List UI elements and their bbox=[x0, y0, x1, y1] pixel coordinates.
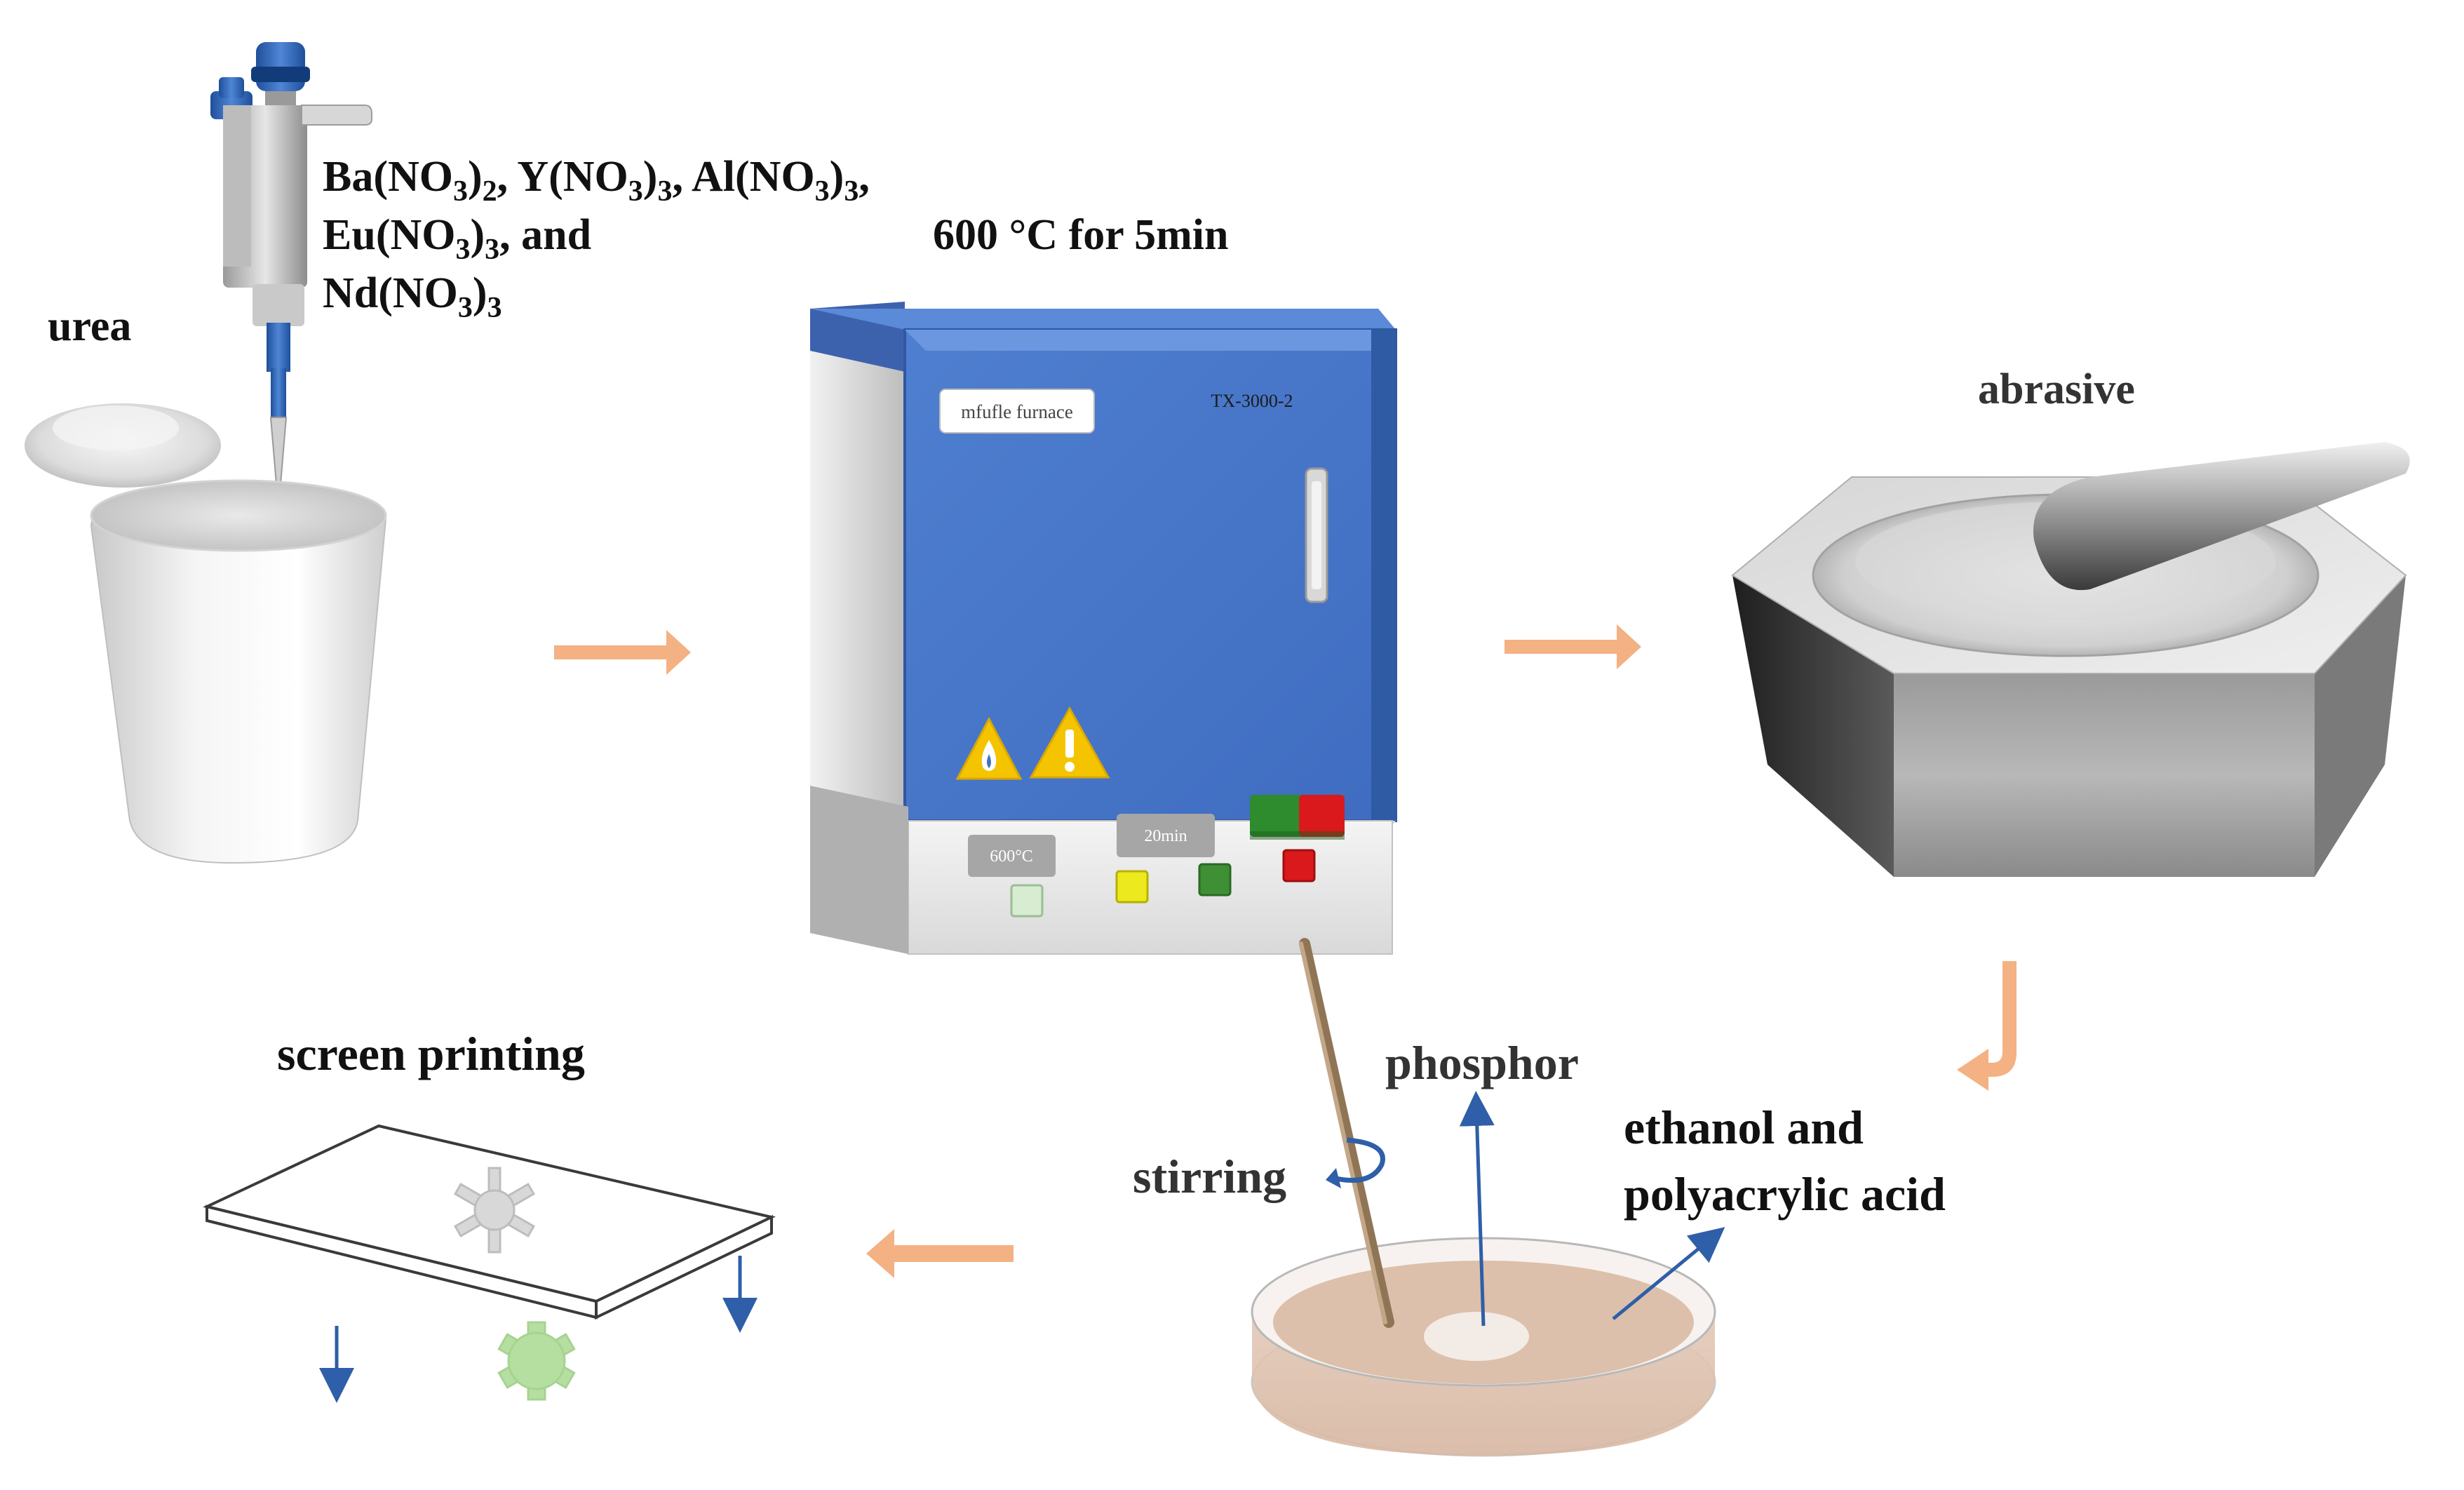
yellow-button bbox=[1115, 870, 1149, 904]
screen-printing-plate bbox=[203, 1124, 776, 1320]
reagents-label-line3: Nd(NO3)3 bbox=[323, 269, 502, 324]
process-arrow-1 bbox=[554, 630, 691, 675]
mortar-and-pestle bbox=[1731, 442, 2410, 877]
furnace-brand-label: mfufle furnace bbox=[961, 401, 1073, 422]
abrasive-label: abrasive bbox=[1978, 365, 2135, 413]
red-button bbox=[1282, 849, 1316, 882]
urea-powder-pile bbox=[25, 403, 221, 488]
reagents-label-line1: Ba(NO3)2, Y(NO3)3, Al(NO3)3, bbox=[323, 153, 870, 208]
phosphor-pointer-arrow bbox=[1459, 1091, 1495, 1327]
urea-label: urea bbox=[48, 302, 131, 350]
temperature-display bbox=[968, 835, 1056, 877]
process-arrow-3 bbox=[1957, 961, 2017, 1091]
printed-snowflake-icon bbox=[497, 1321, 576, 1401]
solvent-label-line2: polyacrylic acid bbox=[1624, 1167, 1946, 1221]
stirring-label: stirring bbox=[1133, 1150, 1286, 1203]
muffle-furnace: mfufle furnace TX-3000-2 600°C 20min bbox=[810, 302, 1397, 955]
screen-printing-label: screen printing bbox=[277, 1027, 585, 1080]
fire-warning-icon bbox=[955, 716, 1023, 780]
power-switch bbox=[1250, 795, 1345, 840]
solvent-label-line1: ethanol and bbox=[1624, 1101, 1864, 1154]
door-handle bbox=[1305, 467, 1328, 603]
caution-warning-icon bbox=[1029, 706, 1110, 779]
snowflake-pattern-icon bbox=[453, 1167, 536, 1254]
petri-dish bbox=[1251, 1237, 1716, 1457]
furnace-model-label: TX-3000-2 bbox=[1211, 391, 1293, 411]
rotation-arrow-icon bbox=[1326, 1137, 1385, 1188]
solvent-pointer-arrow bbox=[1612, 1227, 1725, 1320]
furnace-condition-label: 600 °C for 5min bbox=[933, 211, 1228, 259]
light-green-button bbox=[1010, 884, 1044, 918]
time-display-value: 20min bbox=[1144, 827, 1187, 845]
time-display bbox=[1117, 814, 1215, 857]
green-button bbox=[1198, 863, 1232, 897]
process-arrow-2 bbox=[1504, 624, 1641, 669]
temperature-display-value: 600°C bbox=[990, 847, 1033, 866]
phosphor-powder bbox=[1424, 1312, 1529, 1361]
stirring-rod bbox=[1299, 938, 1394, 1328]
pipette-icon bbox=[210, 42, 372, 485]
reagents-label-line2: Eu(NO3)3, and bbox=[323, 211, 591, 266]
beaker-cup bbox=[90, 479, 387, 864]
process-arrow-4 bbox=[866, 1229, 1014, 1278]
phosphor-label: phosphor bbox=[1385, 1036, 1579, 1089]
furnace-brand-plate bbox=[939, 389, 1095, 434]
